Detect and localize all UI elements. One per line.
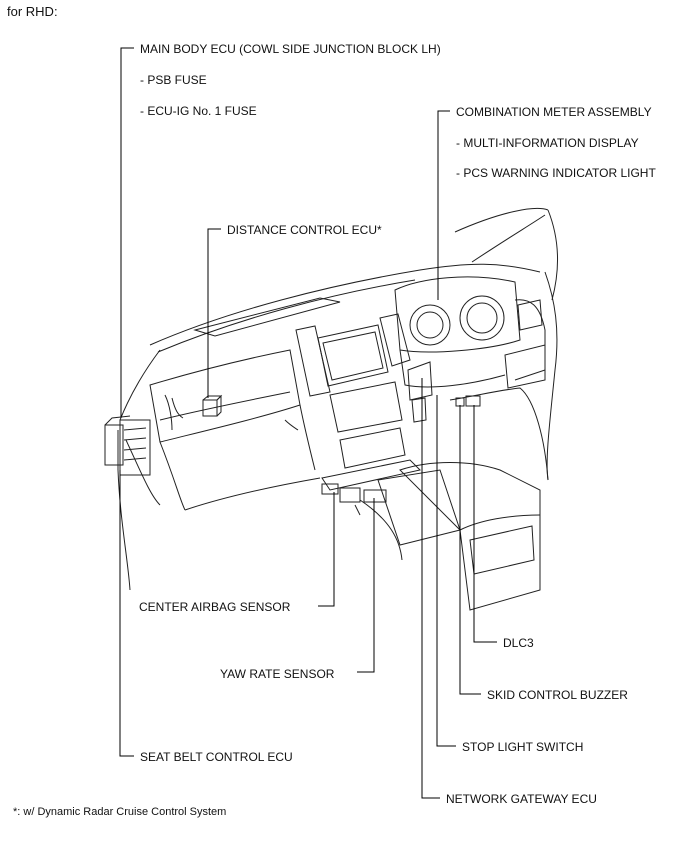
yaw-rate-sensor-part (363, 489, 387, 503)
center-airbag-sensor-part (321, 483, 339, 495)
center-display (317, 324, 389, 387)
center-console (399, 462, 541, 611)
center-airbag-sensor-label: CENTER AIRBAG SENSOR (139, 600, 291, 614)
network-gateway-ecu-label: NETWORK GATEWAY ECU (446, 792, 597, 806)
footnote: *: w/ Dynamic Radar Cruise Control Syste… (13, 806, 227, 818)
junction-block-part (104, 424, 124, 466)
page-title: for RHD: (7, 4, 58, 19)
glovebox (149, 349, 301, 443)
dlc3-part (465, 395, 481, 407)
yaw-rate-sensor-label: YAW RATE SENSOR (220, 667, 335, 681)
multi-info-display-label: - MULTI-INFORMATION DISPLAY (456, 136, 639, 150)
dashboard-top (149, 263, 541, 346)
seat-belt-control-ecu-label: SEAT BELT CONTROL ECU (140, 750, 293, 764)
dlc3-label: DLC3 (503, 636, 534, 650)
cluster-hood (394, 276, 521, 353)
distance-control-ecu-part (202, 399, 218, 417)
leader-lines (119, 47, 497, 799)
ecu-ig-fuse-label: - ECU-IG No. 1 FUSE (140, 104, 257, 118)
skid-control-buzzer-label: SKID CONTROL BUZZER (487, 688, 628, 702)
pcs-warning-light-label: - PCS WARNING INDICATOR LIGHT (456, 166, 656, 180)
stop-light-switch-label: STOP LIGHT SWITCH (462, 740, 584, 754)
combination-meter-label: COMBINATION METER ASSEMBLY (456, 105, 652, 119)
gauge-right (459, 295, 505, 341)
windshield-edge (454, 207, 549, 233)
main-body-ecu-label: MAIN BODY ECU (COWL SIDE JUNCTION BLOCK … (140, 42, 441, 56)
distance-control-ecu-label: DISTANCE CONTROL ECU* (227, 223, 382, 237)
gauge-left (409, 304, 451, 346)
psb-fuse-label: - PSB FUSE (140, 73, 207, 87)
